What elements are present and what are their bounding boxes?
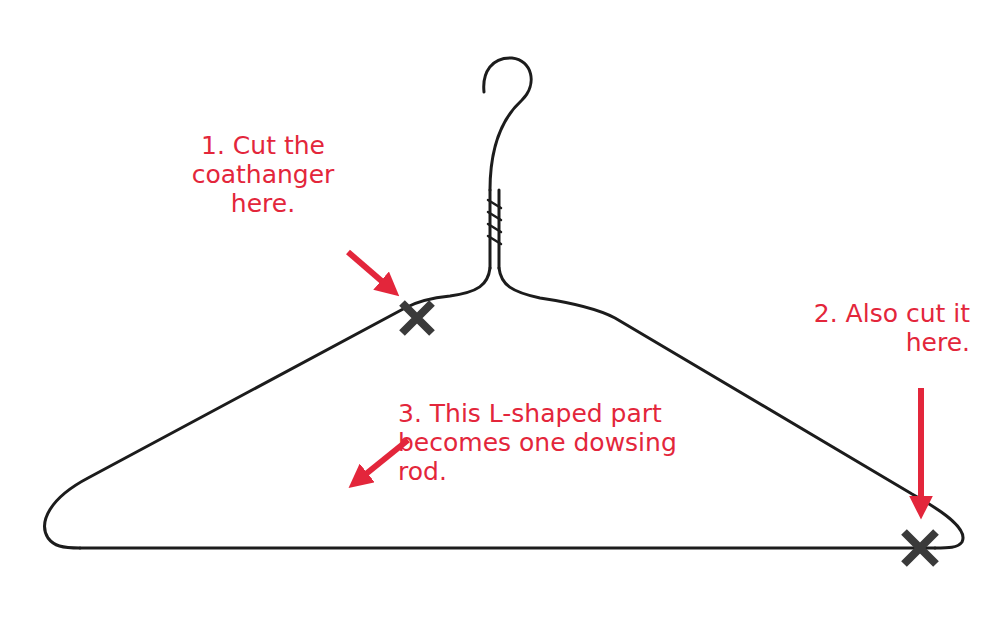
callout-note: 3. This L-shaped part becomes one dowsin… bbox=[398, 400, 728, 486]
leader-arrows bbox=[348, 252, 921, 510]
callout-note: 1. Cut the coathanger here. bbox=[168, 132, 358, 218]
cut-mark bbox=[904, 532, 936, 564]
bottom-bar bbox=[80, 547, 935, 550]
neck-twist bbox=[488, 200, 501, 244]
leader-arrow bbox=[348, 252, 392, 290]
hanger-hook bbox=[484, 58, 531, 190]
leader-arrow bbox=[918, 388, 924, 510]
cut-mark bbox=[402, 303, 432, 333]
callout-note: 2. Also cut it here. bbox=[790, 300, 970, 358]
